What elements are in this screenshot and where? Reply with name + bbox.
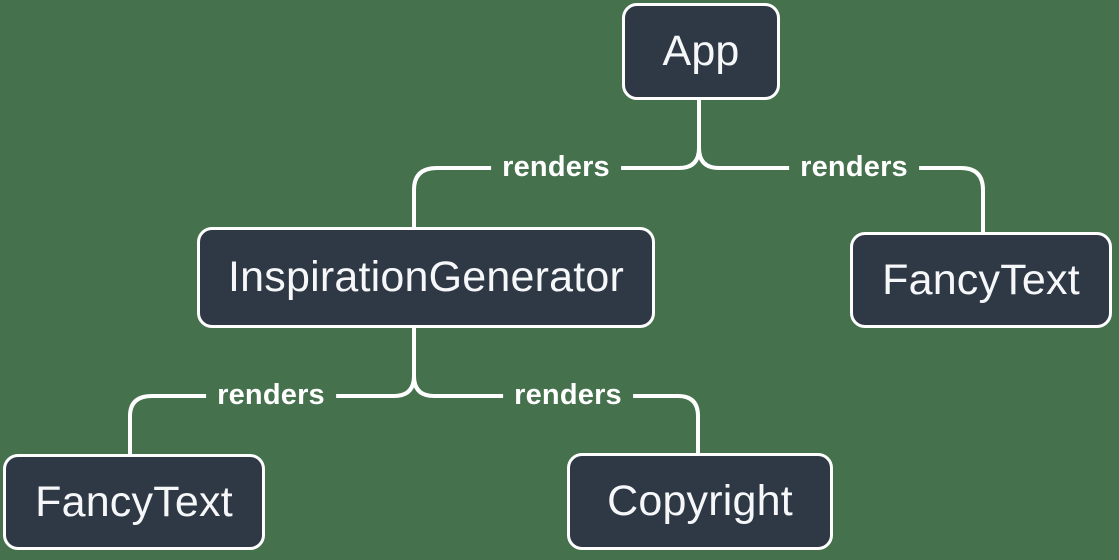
node-copyright-label: Copyright [607, 477, 793, 525]
node-fancy-text-top: FancyText [850, 232, 1112, 328]
edge-label-renders-ig-fancytext: renders [206, 379, 336, 412]
node-fancy-text-bottom-label: FancyText [35, 477, 233, 526]
edge-ig-to-fancytext [128, 374, 416, 456]
edge-ig-to-copyright [412, 374, 700, 455]
node-copyright: Copyright [567, 453, 833, 550]
node-inspiration-generator: InspirationGenerator [197, 227, 655, 328]
edge-app-to-fancytext [697, 146, 985, 234]
edge-app-to-inspirationgenerator [412, 146, 701, 229]
node-fancy-text-bottom: FancyText [3, 454, 265, 550]
edge-label-renders-app-ig: renders [491, 151, 621, 184]
edge-label-renders-ig-copyright: renders [503, 379, 633, 412]
node-app: App [622, 3, 780, 100]
node-fancy-text-top-label: FancyText [882, 255, 1080, 304]
edge-label-renders-app-fancytext: renders [789, 151, 919, 184]
node-app-label: App [662, 27, 740, 75]
node-inspiration-generator-label: InspirationGenerator [228, 253, 624, 301]
